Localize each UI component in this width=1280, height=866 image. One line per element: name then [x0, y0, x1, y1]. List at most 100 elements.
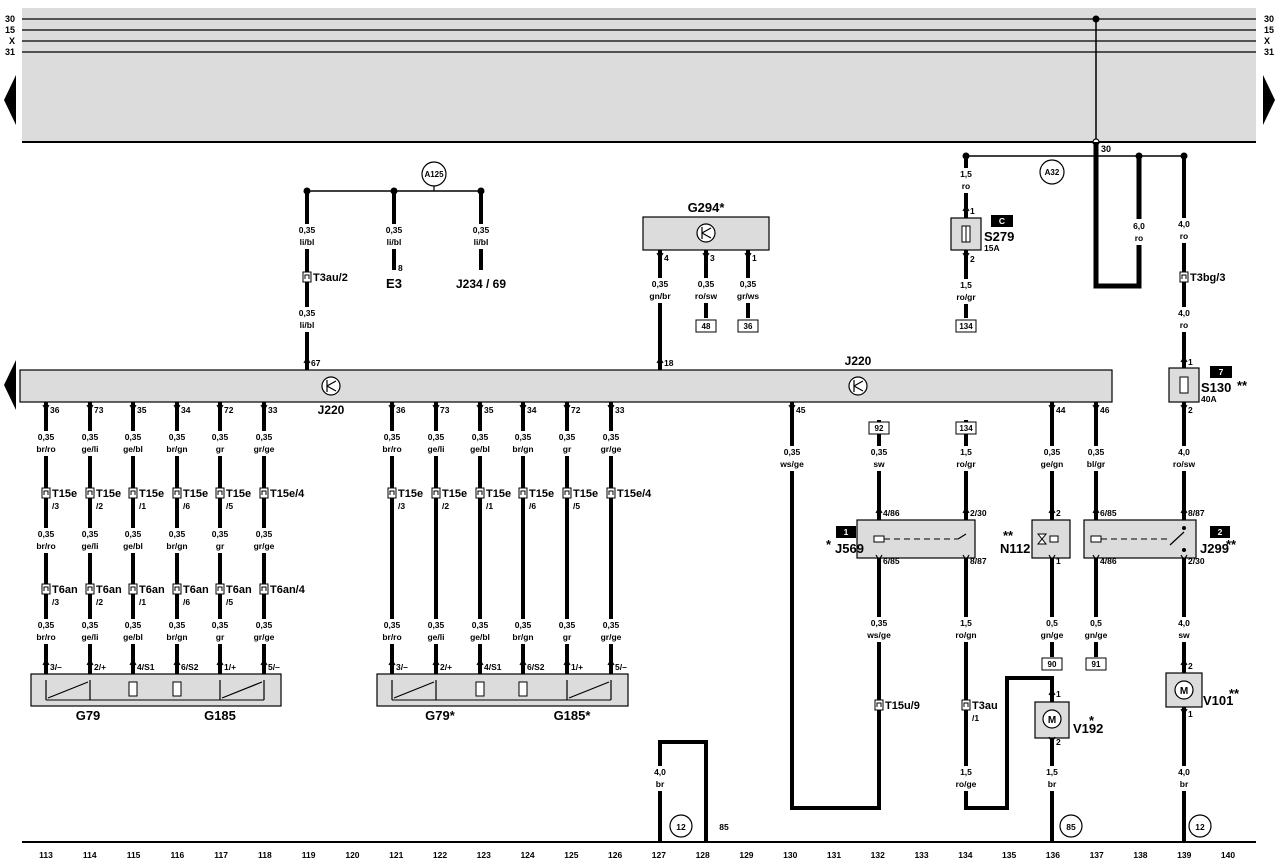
arrow-icon	[563, 658, 571, 666]
ref-circle-85-b: 85	[1066, 822, 1076, 832]
motor-m-icon: M	[1048, 715, 1056, 726]
arrow-icon	[607, 658, 615, 666]
arrow-icon	[432, 404, 440, 412]
wire-mid-size: 0,35	[82, 529, 99, 539]
column-number: 133	[914, 850, 928, 860]
pin-j299-2-30: 2/30	[1188, 556, 1205, 566]
wire-label-bg	[248, 528, 280, 553]
pin-45: 45	[796, 405, 806, 415]
wire-label-bg	[1036, 617, 1068, 642]
v192-mark: *	[1089, 713, 1095, 728]
column-number: 113	[39, 850, 53, 860]
wire-bot-size: 0,35	[559, 620, 576, 630]
wire-bot-color: br/gn	[166, 632, 187, 642]
ref-circle-12-b: 12	[1195, 822, 1205, 832]
wire-label-bg	[376, 431, 408, 456]
wire-bot-size: 0,35	[256, 620, 273, 630]
page-prev-arrow-mid-icon[interactable]	[4, 360, 16, 410]
wire-127-color: br	[656, 779, 665, 789]
motor-m-icon-2: M	[1180, 686, 1188, 697]
wire-top-color: gr/ge	[601, 444, 622, 454]
wire-j569-bottom-size: 0,35	[871, 618, 888, 628]
wire-top-size: 0,35	[472, 432, 489, 442]
pin-j299-6-85: 6/85	[1100, 508, 1117, 518]
ref-box-134-bottom: 134	[959, 424, 973, 433]
potentiometer-icon	[45, 680, 91, 700]
ref-box-48-box	[695, 319, 717, 333]
arrow-icon	[42, 658, 50, 666]
t15e-connector-connector-icon	[85, 487, 95, 499]
pin-bottom: 3/–	[396, 662, 408, 672]
arrow-icon	[1048, 736, 1056, 744]
wire-a125-left-color: li/bl	[300, 237, 315, 247]
wire-92-sw-color: sw	[873, 459, 885, 469]
column-number: 135	[1002, 850, 1016, 860]
v192-label: V192	[1073, 721, 1103, 736]
t15e-connector-connector-icon	[562, 487, 572, 499]
page-next-arrow-icon[interactable]	[1263, 75, 1275, 125]
pin-bottom: 4/S1	[137, 662, 155, 672]
wire-label-bg	[248, 619, 280, 644]
wire-v192-bottom-size: 1,5	[1046, 767, 1058, 777]
page-prev-arrow-icon[interactable]	[4, 75, 16, 125]
j234-label: J234 / 69	[456, 277, 506, 291]
g79-left-label: G79	[76, 708, 101, 723]
wire-g294-4-color: gn/br	[649, 291, 671, 301]
wire-mid-color: br/ro	[36, 541, 55, 551]
wire-label-bg	[644, 766, 676, 791]
bus-label-30-right: 30	[1264, 14, 1274, 24]
ref-box-134-top-box	[955, 319, 977, 333]
wire-top-color: ge/li	[81, 444, 98, 454]
wire-top-size: 0,35	[38, 432, 55, 442]
wire-label-bg	[950, 279, 982, 304]
bus-labels-right: 30 15 X 31	[1264, 14, 1274, 57]
pin-v192-2: 2	[1056, 737, 1061, 747]
arrow-icon	[1048, 404, 1056, 412]
t15e-connector: T15e	[398, 488, 423, 500]
wire-label-bg	[1168, 307, 1200, 332]
pin-18: 18	[664, 358, 674, 368]
arrow-icon	[563, 404, 571, 412]
j220-top-label: J220	[845, 354, 872, 368]
pin-bottom: 6/S2	[527, 662, 545, 672]
wire-bot-size: 0,35	[38, 620, 55, 630]
arrow-icon	[875, 506, 883, 514]
wire-top-color: ge/bl	[123, 444, 143, 454]
j299-mark: **	[1226, 537, 1237, 552]
arrow-icon	[1180, 658, 1188, 666]
wire-mid-size: 0,35	[125, 529, 142, 539]
wire-v101-bottom-color: br	[1180, 779, 1189, 789]
wire-a125-mid-color: li/bl	[387, 237, 402, 247]
wire-label-bg	[161, 619, 193, 644]
wire-g294-4-size: 0,35	[652, 279, 669, 289]
pin-67: 67	[311, 358, 321, 368]
pin-top: 34	[181, 405, 191, 415]
t6an-connector-connector-icon	[172, 583, 182, 595]
t15e-connector-connector-icon	[475, 487, 485, 499]
t6an-connector: T6an	[52, 584, 78, 596]
arrow-icon	[519, 658, 527, 666]
arrow-icon	[656, 252, 664, 260]
wire-bot-size: 0,35	[212, 620, 229, 630]
resistor-icon	[518, 681, 528, 697]
wire-label-bg	[1036, 446, 1068, 471]
t6an-connector-sub: /6	[183, 597, 190, 607]
arrow-icon	[388, 658, 396, 666]
arrow-icon	[962, 252, 970, 260]
wire-bot-size: 0,35	[603, 620, 620, 630]
wire-top-color: br/ro	[36, 444, 55, 454]
column-number: 116	[170, 850, 184, 860]
ref-box-36: 36	[744, 322, 753, 331]
pin-j569-8-87: 8/87	[970, 556, 987, 566]
wire-t3au2-bottom-size: 0,35	[299, 308, 316, 318]
pin-n112-2: 2	[1056, 508, 1061, 518]
arrow-icon	[519, 404, 527, 412]
wire-mid-size: 0,35	[256, 529, 273, 539]
ref-box-92-box	[868, 421, 890, 435]
wire-top-size: 0,35	[603, 432, 620, 442]
pin-bottom: 3/–	[50, 662, 62, 672]
arrow-icon	[1180, 708, 1188, 716]
wire-g294-3-size: 0,35	[698, 279, 715, 289]
t3au1-connector: T3au	[972, 700, 998, 712]
